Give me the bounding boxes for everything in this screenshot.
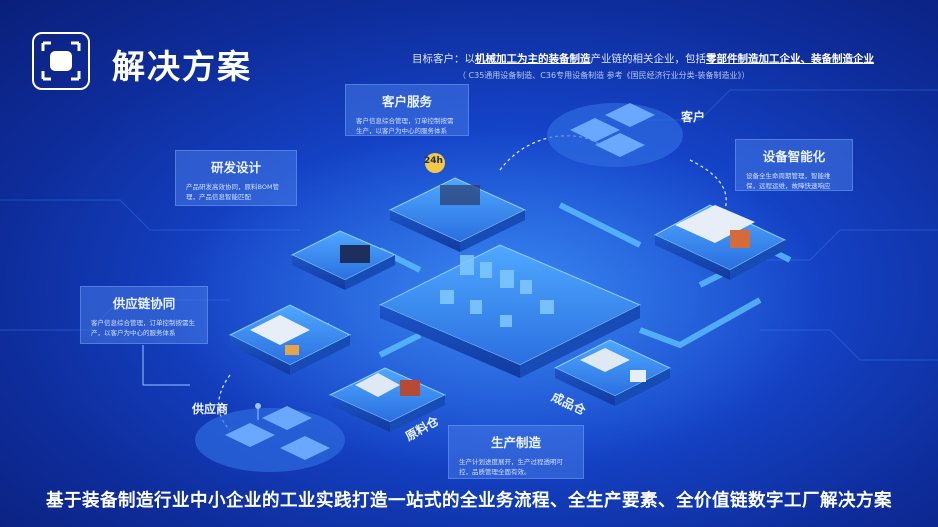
callout-desc: 生产计划进度展开，生产过程透明可控，品质管理全面有效。 [459, 458, 563, 476]
equipment-platform [653, 204, 787, 280]
callout-title: 客户服务 [381, 94, 432, 109]
central-production-platform [378, 244, 642, 378]
label-supplier: 供应商 [192, 402, 229, 416]
callout-title: 设备智能化 [762, 149, 826, 164]
page-title: 解决方案 [112, 47, 252, 86]
expand-logo-icon [32, 32, 90, 90]
callout-desc: 客户信息综合管理，订单控制按需生产，以客户为中心的服务体系 [91, 319, 195, 337]
customer-service-platform [388, 153, 527, 252]
callout-pointers [142, 345, 261, 420]
callout-desc: 产品研发高效协同，原料BOM管理，产品信息智能匹配 [186, 183, 280, 201]
callout-title: 生产制造 [490, 435, 541, 450]
finished-warehouse-platform [553, 339, 672, 406]
rd-platform [290, 230, 397, 290]
target-customer-line: 目标客户：以机械加工为主的装备制造产业链的相关企业，包括零部件制造加工企业、装备… [412, 51, 874, 66]
target-middle: 产业链的相关企业，包括 [590, 53, 707, 65]
callout-supply-chain: 供应链协同 客户信息综合管理，订单控制按需生产，以客户为中心的服务体系 [80, 286, 208, 344]
footer-tagline: 基于装备制造行业中小企业的工业实践打造一站式的全业务流程、全生产要素、全价值链数… [46, 491, 892, 511]
target-prefix: 目标客户：以 [412, 53, 475, 65]
raw-warehouse-platform [328, 367, 447, 432]
badge-24h: 24h [424, 156, 443, 166]
target-highlight-2: 零部件制造加工企业、装备制造企业 [706, 53, 874, 65]
customer-buildings [547, 103, 683, 167]
callout-equipment: 设备智能化 设备全生命周期管理，智能维保，远程运维，故障快速响应 [735, 139, 853, 191]
callout-desc: 设备全生命周期管理，智能维保，远程运维，故障快速响应 [746, 172, 831, 190]
supplier-buildings [195, 406, 345, 472]
label-customer: 客户 [681, 110, 706, 124]
target-highlight-1: 机械加工为主的装备制造 [475, 53, 591, 65]
callout-customer-service: 客户服务 客户信息综合管理，订单控制按需生产，以客户为中心的服务体系 [345, 84, 469, 136]
target-customer-note: （ C35通用设备制造、C36专用设备制造 参考《国民经济行业分类-装备制造业》… [458, 71, 750, 80]
callout-desc: 客户信息综合管理，订单控制按需生产，以客户为中心的服务体系 [356, 117, 454, 135]
callout-production: 生产制造 生产计划进度展开，生产过程透明可控，品质管理全面有效。 [448, 425, 584, 479]
callout-rd: 研发设计 产品研发高效协同，原料BOM管理，产品信息智能匹配 [175, 150, 297, 206]
callout-title: 供应链协同 [112, 296, 176, 311]
callout-title: 研发设计 [210, 160, 261, 175]
supply-chain-platform [228, 304, 352, 375]
